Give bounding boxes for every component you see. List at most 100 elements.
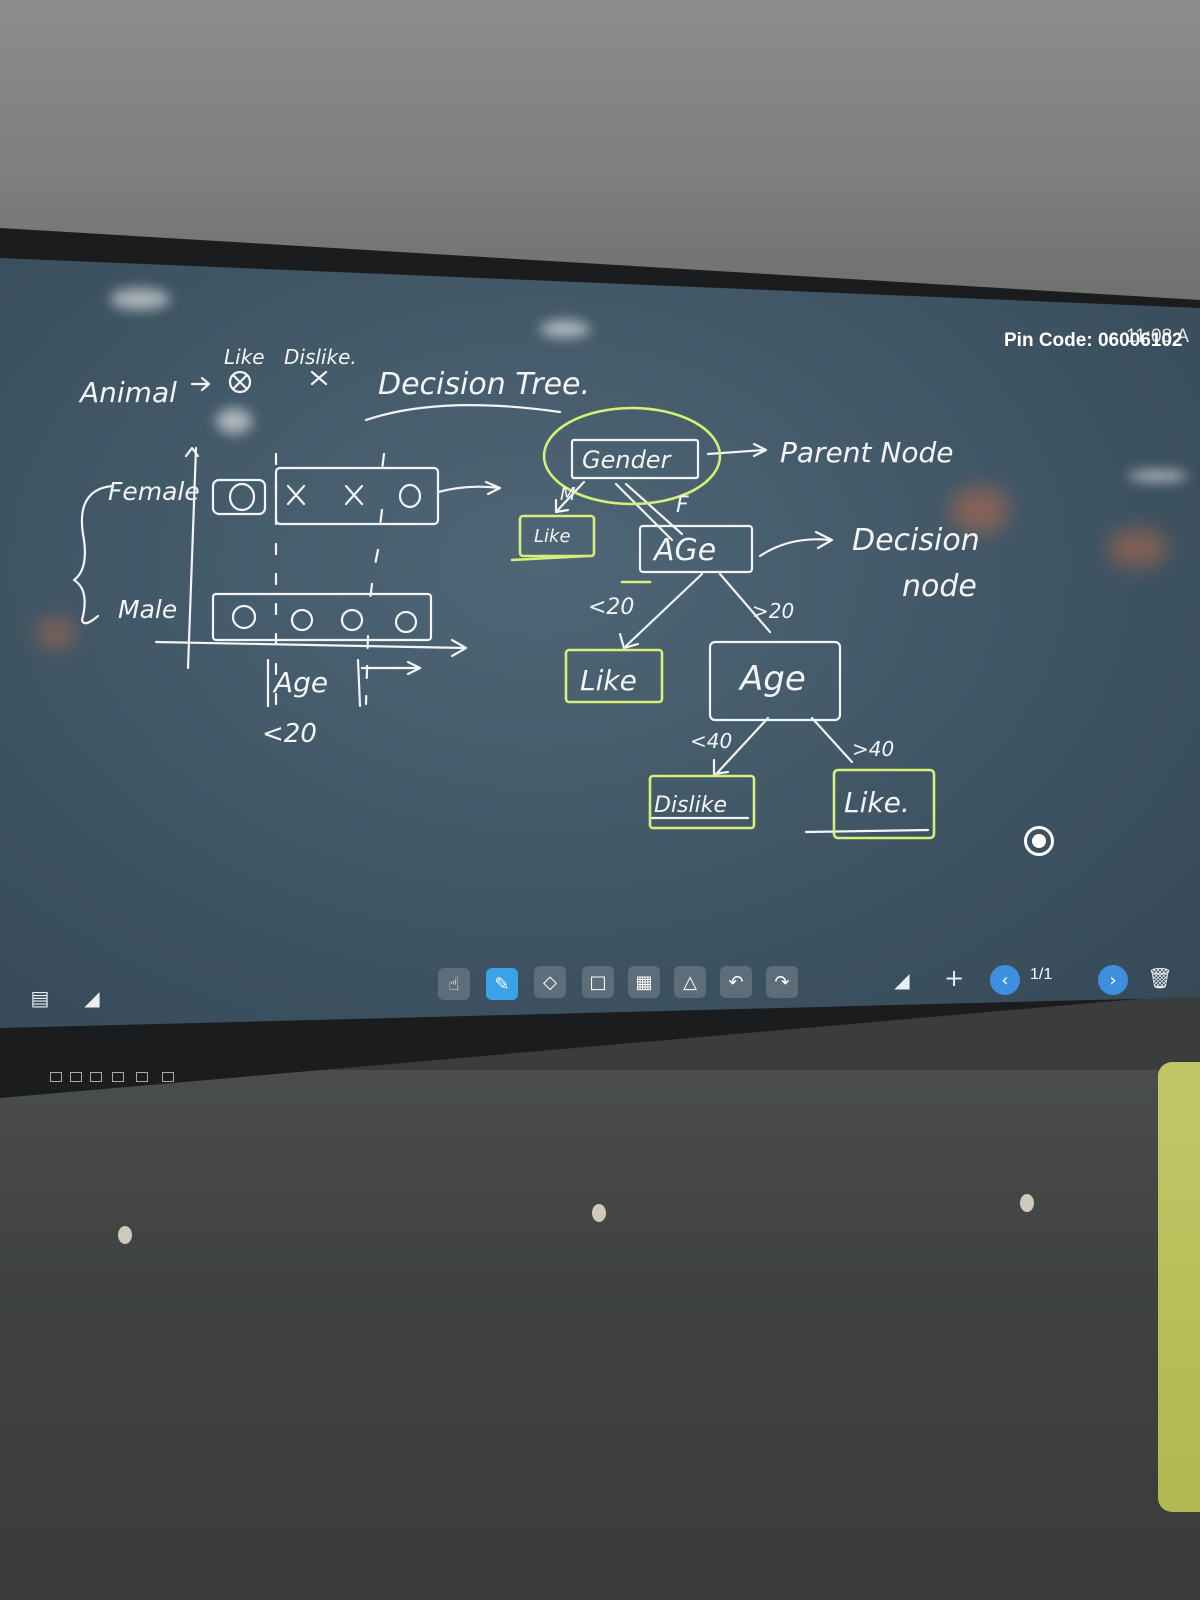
toolbox-icon[interactable]: ▤ xyxy=(30,986,50,1010)
legend-like: Like xyxy=(224,345,265,369)
age-bracket xyxy=(266,658,362,708)
touch-icon[interactable]: ☝ xyxy=(438,968,470,1000)
leaf-lt20: Like xyxy=(580,664,637,697)
light-reflection xyxy=(1108,528,1168,568)
y-axis-arrow xyxy=(184,446,200,458)
leaf-m: Like xyxy=(534,526,571,547)
port-strip xyxy=(40,1068,200,1090)
arrow-stroke xyxy=(758,530,834,558)
node-box-age1 xyxy=(638,524,754,574)
light-reflection xyxy=(540,320,590,338)
port xyxy=(70,1072,82,1082)
arrow-stroke xyxy=(360,660,422,676)
branch-f-label: F xyxy=(676,493,689,518)
x-mark xyxy=(344,484,364,506)
female-box xyxy=(211,478,267,516)
record-icon xyxy=(1032,834,1046,848)
annotation-parent-node: Parent Node xyxy=(780,436,953,469)
select-icon[interactable]: □ xyxy=(582,966,614,998)
leaf-highlight-lt20 xyxy=(564,648,664,704)
underline xyxy=(804,828,930,834)
root-highlight xyxy=(542,406,722,506)
leaf-lt40: Dislike xyxy=(654,793,727,818)
light-reflection xyxy=(36,618,76,648)
clock: 11:08 A xyxy=(1126,326,1190,347)
tree-edge xyxy=(718,572,772,634)
tree-edge xyxy=(810,716,854,764)
prev-page-icon[interactable]: ‹ xyxy=(990,965,1020,995)
branch-m-label: M xyxy=(560,484,576,505)
arrow-stroke xyxy=(190,376,211,392)
page-indicator: 1/1 xyxy=(1030,966,1053,983)
wall-pin xyxy=(1020,1194,1034,1212)
light-reflection xyxy=(216,408,252,434)
o-mark xyxy=(398,483,422,509)
chair xyxy=(1158,1062,1200,1512)
o-mark xyxy=(340,608,364,632)
label-gt20: >20 xyxy=(752,599,794,623)
leaf-highlight-m xyxy=(518,514,596,558)
female-o xyxy=(228,482,256,512)
record-button[interactable] xyxy=(1024,826,1054,856)
split-screen-icon[interactable]: ◢ xyxy=(84,986,100,1010)
node-box-age2 xyxy=(708,640,842,722)
next-page-icon[interactable]: › xyxy=(1098,965,1128,995)
curve-stroke xyxy=(364,404,562,422)
wall-lower xyxy=(0,1070,1200,1600)
split-line xyxy=(364,452,386,706)
root-box xyxy=(570,438,700,480)
light-reflection xyxy=(950,486,1010,534)
underline xyxy=(510,554,590,562)
o-mark xyxy=(394,610,418,634)
node-root: Gender xyxy=(582,446,673,474)
node-age2: Age xyxy=(738,659,806,699)
port xyxy=(162,1072,174,1082)
redo-icon[interactable]: ↷ xyxy=(766,966,798,998)
o-mark xyxy=(290,608,314,632)
leaf-highlight-gt40 xyxy=(832,768,936,840)
brace-stroke xyxy=(72,484,114,625)
annotation-node: node xyxy=(902,569,977,604)
y-axis xyxy=(186,446,198,670)
label-age-axis: Age xyxy=(272,666,328,699)
tree-edge xyxy=(712,716,770,776)
like-symbol xyxy=(231,373,249,391)
light-reflection xyxy=(1128,470,1188,482)
male-group-box xyxy=(211,592,433,642)
eraser-icon[interactable]: ◇ xyxy=(534,966,566,998)
arrow-stroke xyxy=(436,480,502,496)
legend-animal: Animal xyxy=(78,376,177,409)
undo-icon[interactable]: ↶ xyxy=(720,966,752,998)
port xyxy=(112,1072,124,1082)
trash-icon[interactable]: 🗑 xyxy=(1147,966,1173,990)
female-group-box xyxy=(274,466,440,526)
o-mark xyxy=(231,604,257,630)
annotation-decision: Decision xyxy=(852,523,980,558)
pin-code: Pin Code: 06006102 xyxy=(1004,330,1183,351)
x-axis xyxy=(154,638,468,658)
port xyxy=(136,1072,148,1082)
diagram-title: Decision Tree. xyxy=(378,367,590,402)
port xyxy=(90,1072,102,1082)
tree-edge xyxy=(618,572,704,650)
label-lt20: <20 xyxy=(588,595,634,620)
shape-icon[interactable]: △ xyxy=(674,966,706,998)
add-page-icon[interactable]: + xyxy=(943,964,965,992)
tree-edge xyxy=(554,480,586,514)
label-female: Female xyxy=(108,477,200,506)
label-male: Male xyxy=(118,595,177,624)
insert-image-icon[interactable]: ▦ xyxy=(628,966,660,998)
like-symbol xyxy=(228,370,252,394)
light-reflection xyxy=(110,288,170,310)
label-lt40: <40 xyxy=(690,729,732,753)
label-age-threshold: <20 xyxy=(262,719,317,749)
split-screen-icon[interactable]: ◢ xyxy=(894,968,910,992)
arrow-stroke xyxy=(706,442,768,458)
leaf-highlight-lt40 xyxy=(648,774,756,830)
x-mark xyxy=(286,484,306,506)
pen-icon[interactable]: ✎ xyxy=(486,968,518,1000)
dislike-symbol xyxy=(310,370,328,386)
node-age1: AGe xyxy=(652,533,716,568)
label-gt40: >40 xyxy=(852,737,894,761)
